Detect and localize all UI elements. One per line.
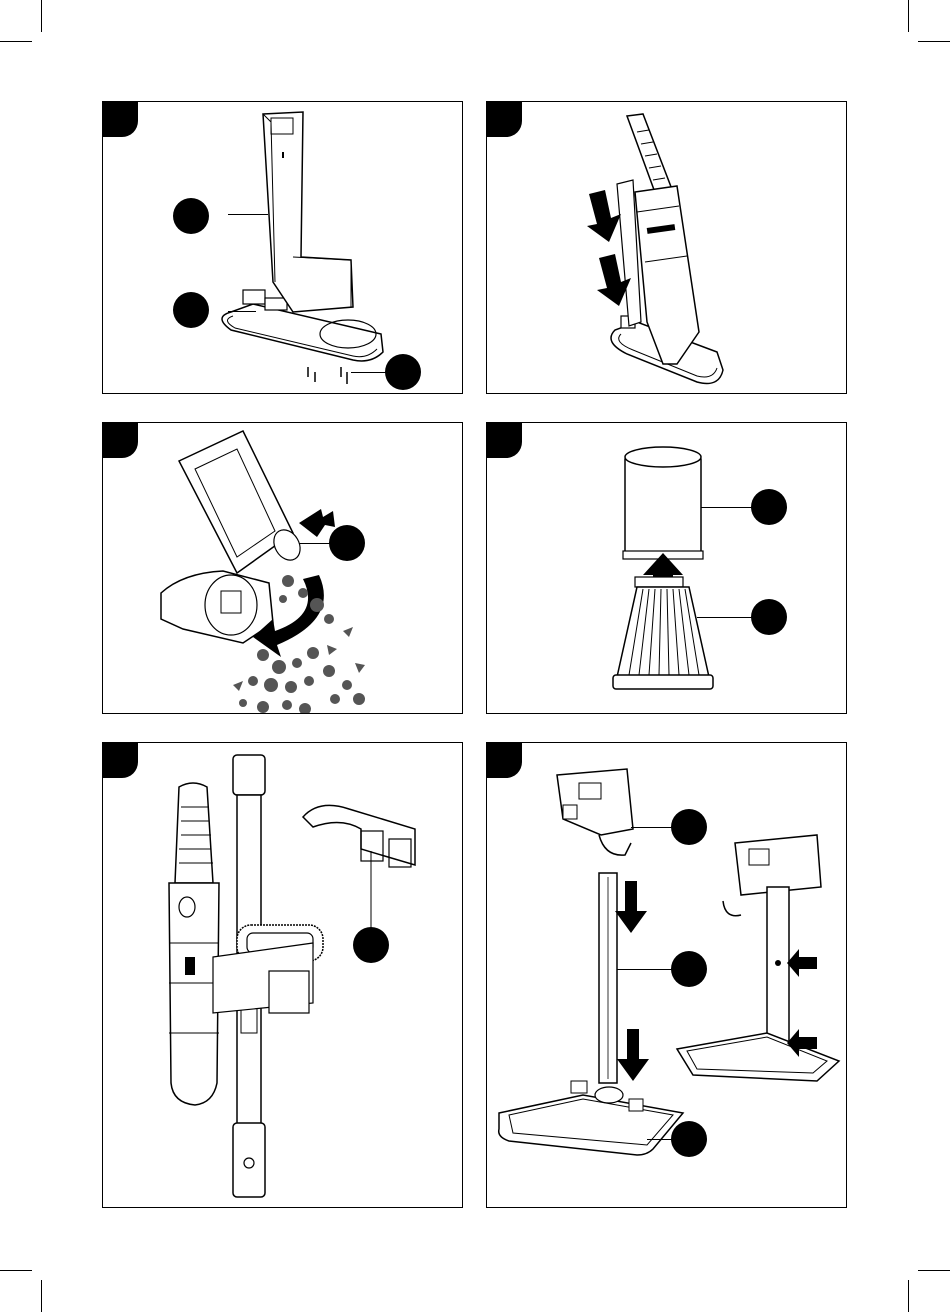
panel-step-4 xyxy=(486,422,847,714)
leader-line xyxy=(228,214,268,215)
leader-line xyxy=(351,372,387,373)
panel-step-6 xyxy=(486,742,847,1208)
callout-badge xyxy=(353,927,389,963)
vacuum-with-accessory-holder-illustration xyxy=(103,743,463,1208)
callout-badge xyxy=(671,1121,707,1157)
stand-illustration xyxy=(103,102,463,394)
crop-mark-top-right-v xyxy=(908,0,909,32)
callout-badge xyxy=(751,599,787,635)
panel-step-3 xyxy=(102,422,463,714)
leader-line xyxy=(701,507,757,508)
crop-mark-top-left-h xyxy=(0,41,32,42)
leader-line xyxy=(228,311,256,312)
callout-badge xyxy=(671,951,707,987)
callout-badge xyxy=(173,198,209,234)
empty-dust-container-illustration xyxy=(103,423,463,714)
crop-mark-bottom-left-v xyxy=(41,1280,42,1312)
callout-badge xyxy=(751,489,787,525)
crop-mark-top-left-v xyxy=(41,0,42,32)
panel-step-1 xyxy=(102,101,463,394)
callout-badge xyxy=(329,525,365,561)
vacuum-in-stand-illustration xyxy=(487,102,847,394)
crop-mark-bottom-right-h xyxy=(918,1270,950,1271)
crop-mark-top-right-h xyxy=(918,41,950,42)
filter-illustration xyxy=(487,423,847,714)
callout-badge xyxy=(671,809,707,845)
crop-mark-bottom-right-v xyxy=(908,1280,909,1312)
crop-mark-bottom-left-h xyxy=(0,1270,32,1271)
panel-step-2 xyxy=(486,101,847,394)
leader-line xyxy=(617,969,675,970)
callout-badge xyxy=(173,292,209,328)
panel-step-5 xyxy=(102,742,463,1208)
callout-badge xyxy=(385,354,421,390)
leader-line xyxy=(697,617,757,618)
